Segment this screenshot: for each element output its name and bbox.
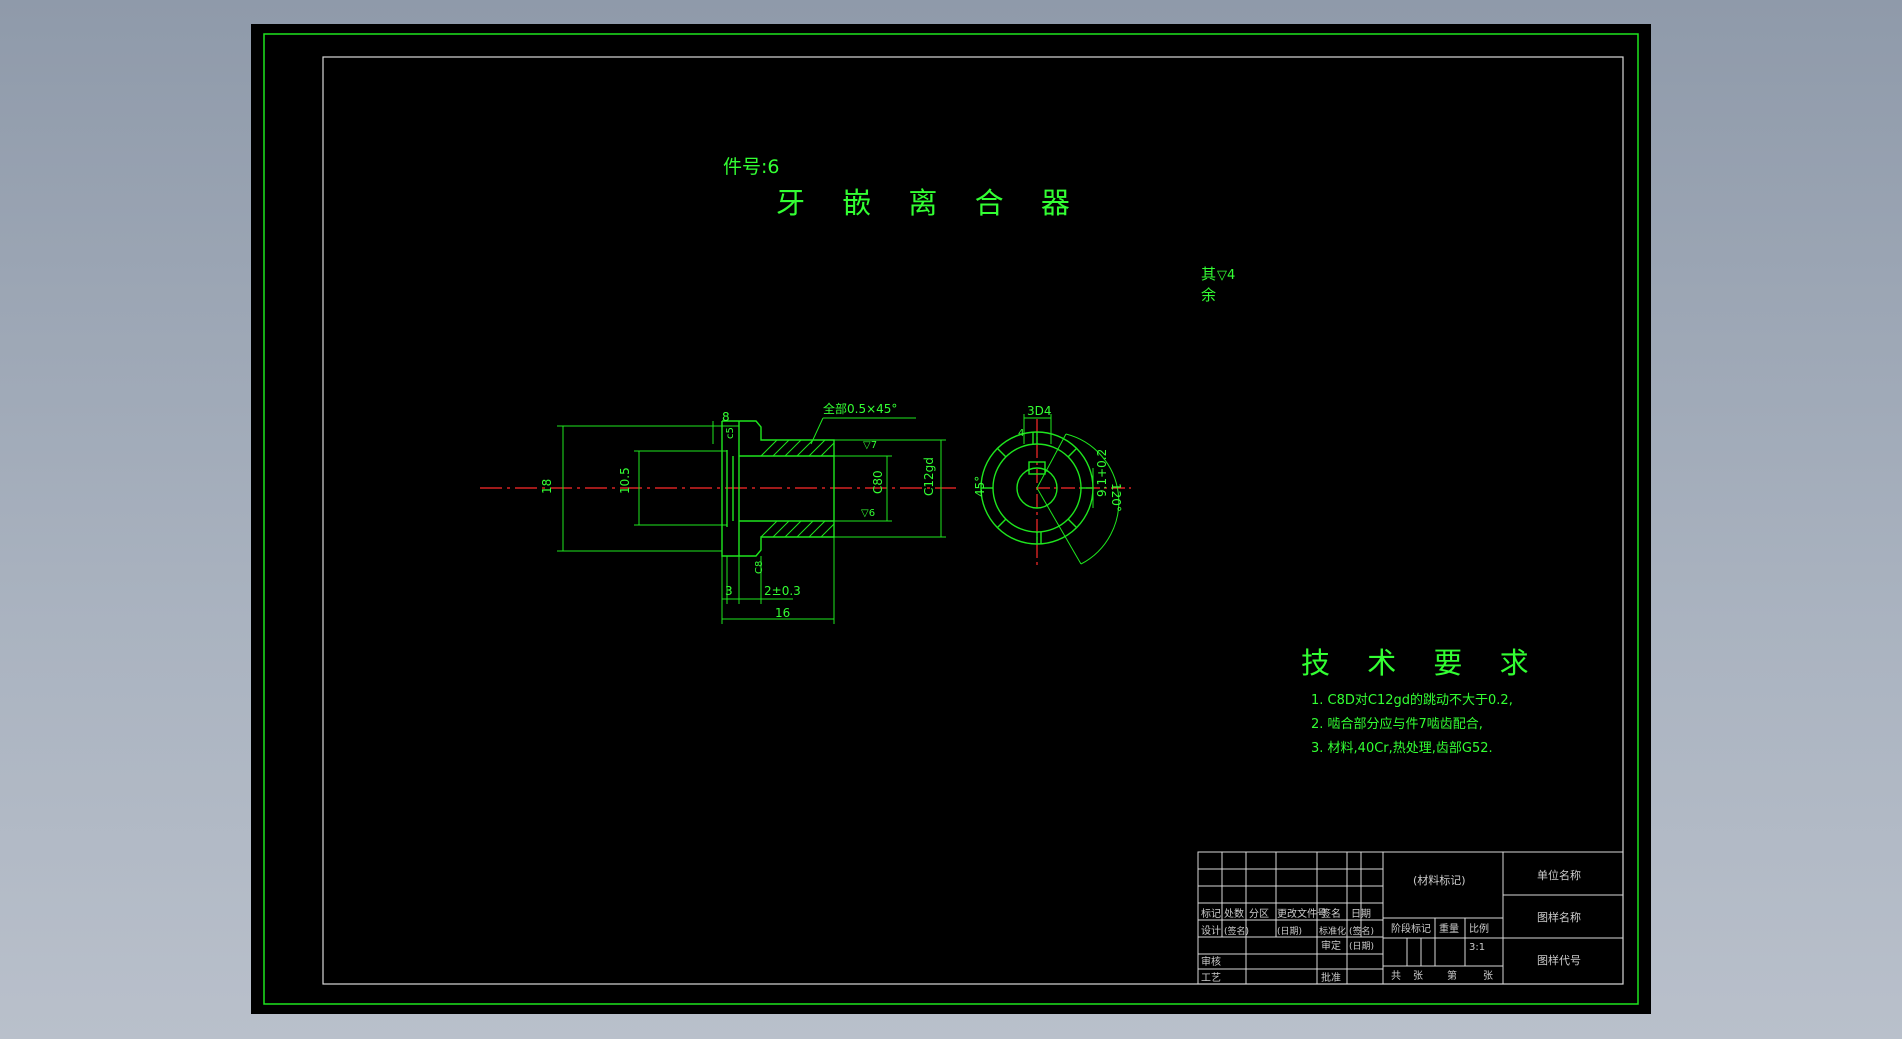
tb-row-mark: 标记 xyxy=(1201,908,1221,920)
dim-inner-diameter: C80 xyxy=(871,470,885,494)
dim-spread-angle: 120° xyxy=(1109,483,1123,512)
tb-signature: (签名) xyxy=(1224,925,1249,937)
surface-symbol-2: ▽6 xyxy=(861,508,875,519)
dim-key: 9.1+0.2 xyxy=(1095,449,1109,497)
drawing-title: 牙 嵌 离 合 器 xyxy=(776,186,1084,220)
outer-border xyxy=(263,33,1639,1005)
part-number-label: 件号:6 xyxy=(723,156,780,178)
tb-standardize: 标准化 xyxy=(1319,925,1346,937)
tb-row-change-doc: 更改文件号 xyxy=(1277,907,1327,920)
dim-outer-spline: C12gd xyxy=(922,457,936,496)
title-block: (材料标记) 单位名称 图样名称 图样代号 阶段标记 重量 比例 3:1 共 张… xyxy=(1197,851,1624,985)
requirement-1: 1. C8D对C12gd的跳动不大于0.2, xyxy=(1311,692,1513,708)
requirements-heading: 技 术 要 求 xyxy=(1301,646,1543,680)
tb-page: 张 xyxy=(1483,970,1493,982)
tb-drawing-code: 图样代号 xyxy=(1537,953,1581,967)
requirement-3: 3. 材料,40Cr,热处理,齿部G52. xyxy=(1311,741,1493,756)
tb-row-zone: 分区 xyxy=(1249,908,1269,920)
dim-tooth-width: 3D4 xyxy=(1027,404,1052,418)
tb-row-count: 处数 xyxy=(1224,907,1244,920)
dim-overall-length: 16 xyxy=(775,606,790,620)
tb-material-mark: (材料标记) xyxy=(1413,873,1466,887)
surface-finish-line2: 余 xyxy=(1201,286,1216,304)
surface-symbol-1: ▽7 xyxy=(863,440,877,451)
tb-approve: 批准 xyxy=(1321,971,1341,984)
tb-signature2: (签名) xyxy=(1349,925,1374,937)
dim-groove: 2±0.3 xyxy=(764,584,801,598)
dim-angle: 45° xyxy=(973,476,987,497)
tb-date: (日期) xyxy=(1277,926,1302,937)
dim-tooth-angle-small: 4 xyxy=(1018,428,1024,439)
dim-overall-diameter: 18 xyxy=(540,479,554,494)
tb-drawing-name: 图样名称 xyxy=(1537,910,1581,924)
tb-audit: 审定 xyxy=(1321,939,1341,952)
section-view: 18 10.5 8 c5 C80 C12gd 全部0.5×45° ▽7 ▽6 3… xyxy=(480,401,956,624)
tb-unit-name: 单位名称 xyxy=(1537,868,1581,882)
dim-relief-diameter: 10.5 xyxy=(618,467,632,494)
inner-frame xyxy=(322,56,1624,985)
dim-left-offset: 3 xyxy=(725,584,733,598)
engineering-drawing: 件号:6 牙 嵌 离 合 器 其 ▽4 余 xyxy=(263,33,1639,1005)
drawing-sheet: 件号:6 牙 嵌 离 合 器 其 ▽4 余 xyxy=(251,24,1651,1014)
requirement-2: 2. 啮合部分应与件7啮齿配合, xyxy=(1311,716,1483,732)
tb-sheets: 张 xyxy=(1413,970,1423,982)
tb-weight: 重量 xyxy=(1439,922,1459,935)
tb-row-date: 日期 xyxy=(1351,908,1371,920)
tb-scale-label: 比例 xyxy=(1469,922,1489,935)
tb-design: 设计 xyxy=(1201,924,1221,937)
surface-finish-line1: 其 xyxy=(1201,265,1216,283)
tb-scale-value: 3:1 xyxy=(1469,942,1485,953)
dim-flange-chamfer: c5 xyxy=(725,427,736,439)
tb-stage-mark: 阶段标记 xyxy=(1391,922,1431,935)
tb-row-sign: 签名 xyxy=(1321,907,1341,920)
tb-total: 共 xyxy=(1391,970,1401,982)
tb-number: 第 xyxy=(1447,969,1457,982)
surface-finish-symbol: ▽4 xyxy=(1217,268,1235,283)
tb-review: 审核 xyxy=(1201,955,1221,968)
tb-process: 工艺 xyxy=(1201,972,1221,984)
dim-side-small: C8 xyxy=(754,561,765,574)
end-view: 3D4 4 45° 9.1+0.2 120° xyxy=(973,404,1131,569)
dim-flange-width: 8 xyxy=(722,410,730,424)
tb-date2: (日期) xyxy=(1349,941,1374,952)
chamfer-note: 全部0.5×45° xyxy=(823,401,897,416)
